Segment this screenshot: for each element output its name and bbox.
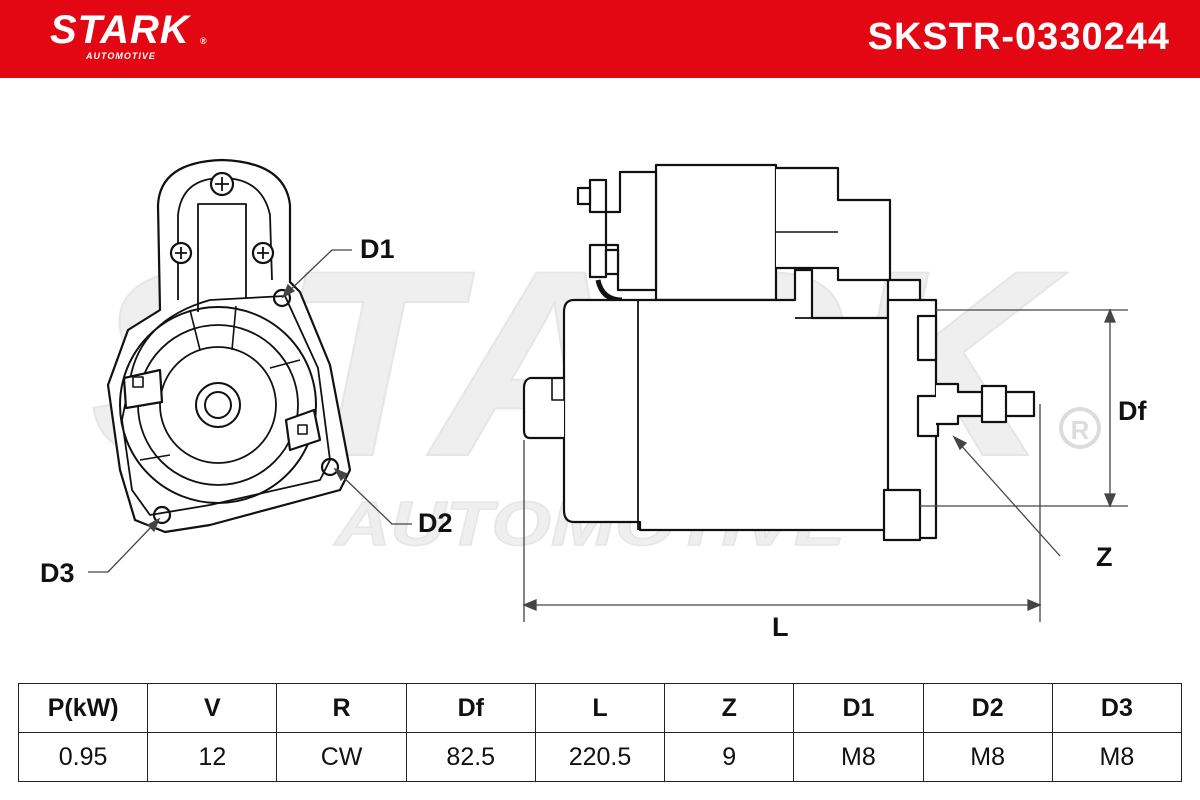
side-view [522,163,1036,542]
spec-table: P(kW) V R Df L Z D1 D2 D3 0.95 12 CW 82.… [17,683,1183,782]
spec-value-teeth: 9 [664,732,795,782]
spec-header-length: L [534,683,666,733]
d1-leader [285,249,352,295]
callout-l: L [772,612,789,642]
d1-mount-hole [272,288,292,308]
technical-drawing: STARK AUTOMOTIVE R [88,158,1128,622]
spec-header-voltage: V [147,683,278,733]
brand-registered-mark: ® [200,36,207,46]
lower-terminal-nut [588,243,608,279]
brand-name: STARK [50,8,190,52]
solenoid-cap [776,166,892,282]
front-view [106,158,352,534]
dimension-lines [88,249,1128,622]
left-bolt-cross [175,247,187,259]
spec-value-d1: M8 [793,732,924,782]
callout-d2: D2 [418,508,453,538]
nose-lower-lug [916,394,940,438]
spec-value-df: 82.5 [405,732,536,782]
spec-value-voltage: 12 [147,732,278,782]
nose-upper-lug [916,314,938,362]
df-arrow-top [1104,308,1116,323]
flange-inner [121,295,331,516]
l-arrow-left [522,599,537,611]
spec-header-d1: D1 [793,683,924,733]
spec-header-rotation: R [276,683,407,733]
d3-leader-arrow [146,517,161,533]
housing-outer [119,306,317,504]
right-clip [284,408,322,452]
callout-z: Z [1096,542,1113,572]
spec-header-d3: D3 [1051,683,1183,733]
spec-value-d3: M8 [1051,732,1183,782]
brand-subtitle: AUTOMOTIVE [86,51,156,61]
callout-df: Df [1118,396,1147,426]
left-clip [122,368,164,410]
upper-terminal-nut [588,178,608,214]
solenoid-body [654,163,778,302]
watermark-reg: R [1071,415,1090,445]
d2-leader-arrow [333,467,349,482]
d3-mount-hole [152,505,172,525]
pinion-gear [980,384,1008,424]
callout-d3: D3 [40,558,75,588]
spec-header-df: Df [405,683,536,733]
top-bolt-cross [215,177,229,191]
d2-mount-hole [320,457,340,477]
z-leader-arrow [952,435,968,451]
spec-value-row: 0.95 12 CW 82.5 220.5 9 M8 M8 M8 [17,732,1183,782]
commutator-cap [522,376,564,440]
spec-header-d2: D2 [922,683,1053,733]
nose-base [882,488,922,542]
commutator-tab [551,377,565,401]
pinion-inner [204,391,232,419]
upper-terminal-stud [576,186,592,206]
lower-terminal-stud [604,248,620,276]
d2-leader [337,471,412,525]
spec-value-length: 220.5 [534,732,666,782]
spec-value-d2: M8 [922,732,1053,782]
watermark-reg-circle [1059,407,1101,449]
spec-header-power: P(kW) [17,683,149,733]
right-clip-pin [297,424,308,435]
d3-leader [88,521,157,573]
pinion-outer [195,382,241,428]
ear-lines [139,305,301,461]
d1-leader-arrow [281,283,296,299]
spec-value-rotation: CW [276,732,407,782]
right-bolt-cross [257,247,269,259]
header-bar: STARK ® AUTOMOTIVE SKSTR-0330244 [0,0,1200,78]
spec-header-teeth: Z [664,683,795,733]
spec-value-power: 0.95 [17,732,149,782]
callout-d1: D1 [360,234,395,264]
housing-mid [159,346,277,464]
l-arrow-right [1027,599,1042,611]
left-clip-pin [132,376,144,388]
brand-logo: STARK ® AUTOMOTIVE [50,8,207,61]
z-leader [957,441,1061,557]
spec-header-row: P(kW) V R Df L Z D1 D2 D3 [17,683,1183,733]
df-arrow-bottom [1104,493,1116,508]
solenoid-bracket [197,203,247,312]
part-number: SKSTR-0330244 [867,16,1170,58]
